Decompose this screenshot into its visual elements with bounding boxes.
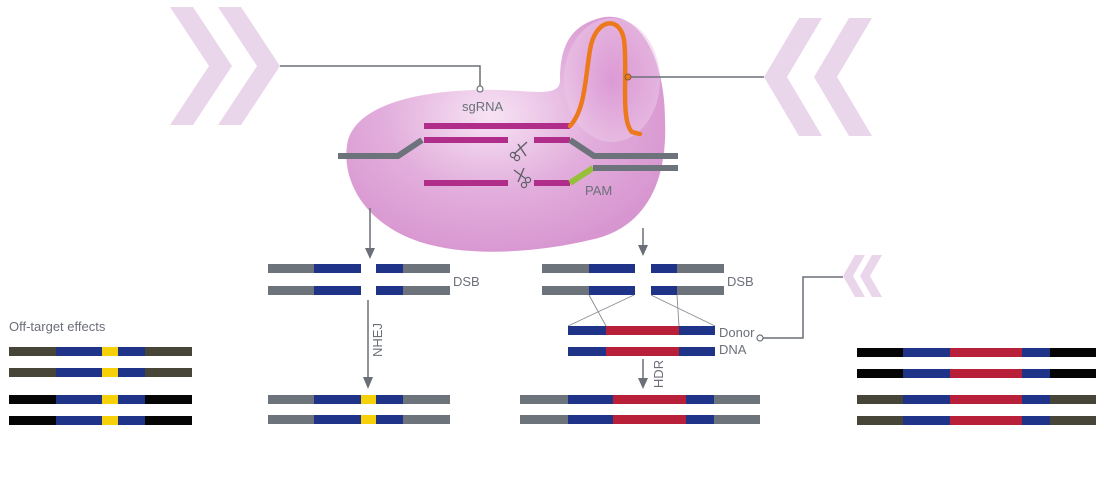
chevron-left-small-icon — [843, 255, 882, 297]
hdr-label: HDR — [651, 360, 666, 388]
sgrna-strand — [424, 123, 570, 129]
donor-label-line1: Donor — [719, 325, 755, 340]
dsb-label-nhej: DSB — [453, 274, 480, 289]
cas9-protein — [346, 16, 666, 252]
hdr-result-strands — [520, 395, 760, 424]
target-dna-bottom-strand — [424, 165, 678, 186]
pam-label: PAM — [585, 183, 612, 198]
scissors-icon — [509, 141, 528, 162]
knockin-result-strands — [857, 348, 1096, 425]
sgrna-label: sgRNA — [462, 99, 504, 114]
off-target-strands — [9, 347, 192, 425]
chevron-left-large-icon — [764, 18, 872, 136]
chevron-right-large-icon — [170, 7, 280, 125]
off-target-label: Off-target effects — [9, 319, 106, 334]
tracrrna-loop — [567, 21, 643, 137]
donor-dna-strands — [568, 326, 715, 356]
dsb-label-hdr: DSB — [727, 274, 754, 289]
hdr-dsb-strands — [542, 264, 724, 295]
arrow-down-icon — [638, 228, 648, 256]
target-dna-top-strand — [338, 137, 678, 159]
nhej-arrow-icon — [363, 300, 373, 389]
sgrna-connector — [280, 65, 484, 93]
tracr-anchor — [624, 73, 632, 81]
nhej-dsb-strands — [268, 264, 450, 295]
nhej-result-strands — [268, 395, 450, 424]
arrow-down-icon — [365, 208, 375, 259]
nhej-label: NHEJ — [370, 323, 385, 357]
scissors-icon — [513, 167, 532, 189]
donor-label-line2: DNA — [719, 342, 747, 357]
hdr-arrow-icon — [638, 359, 648, 389]
homology-lines — [567, 294, 716, 327]
donor-connector — [756, 276, 843, 342]
